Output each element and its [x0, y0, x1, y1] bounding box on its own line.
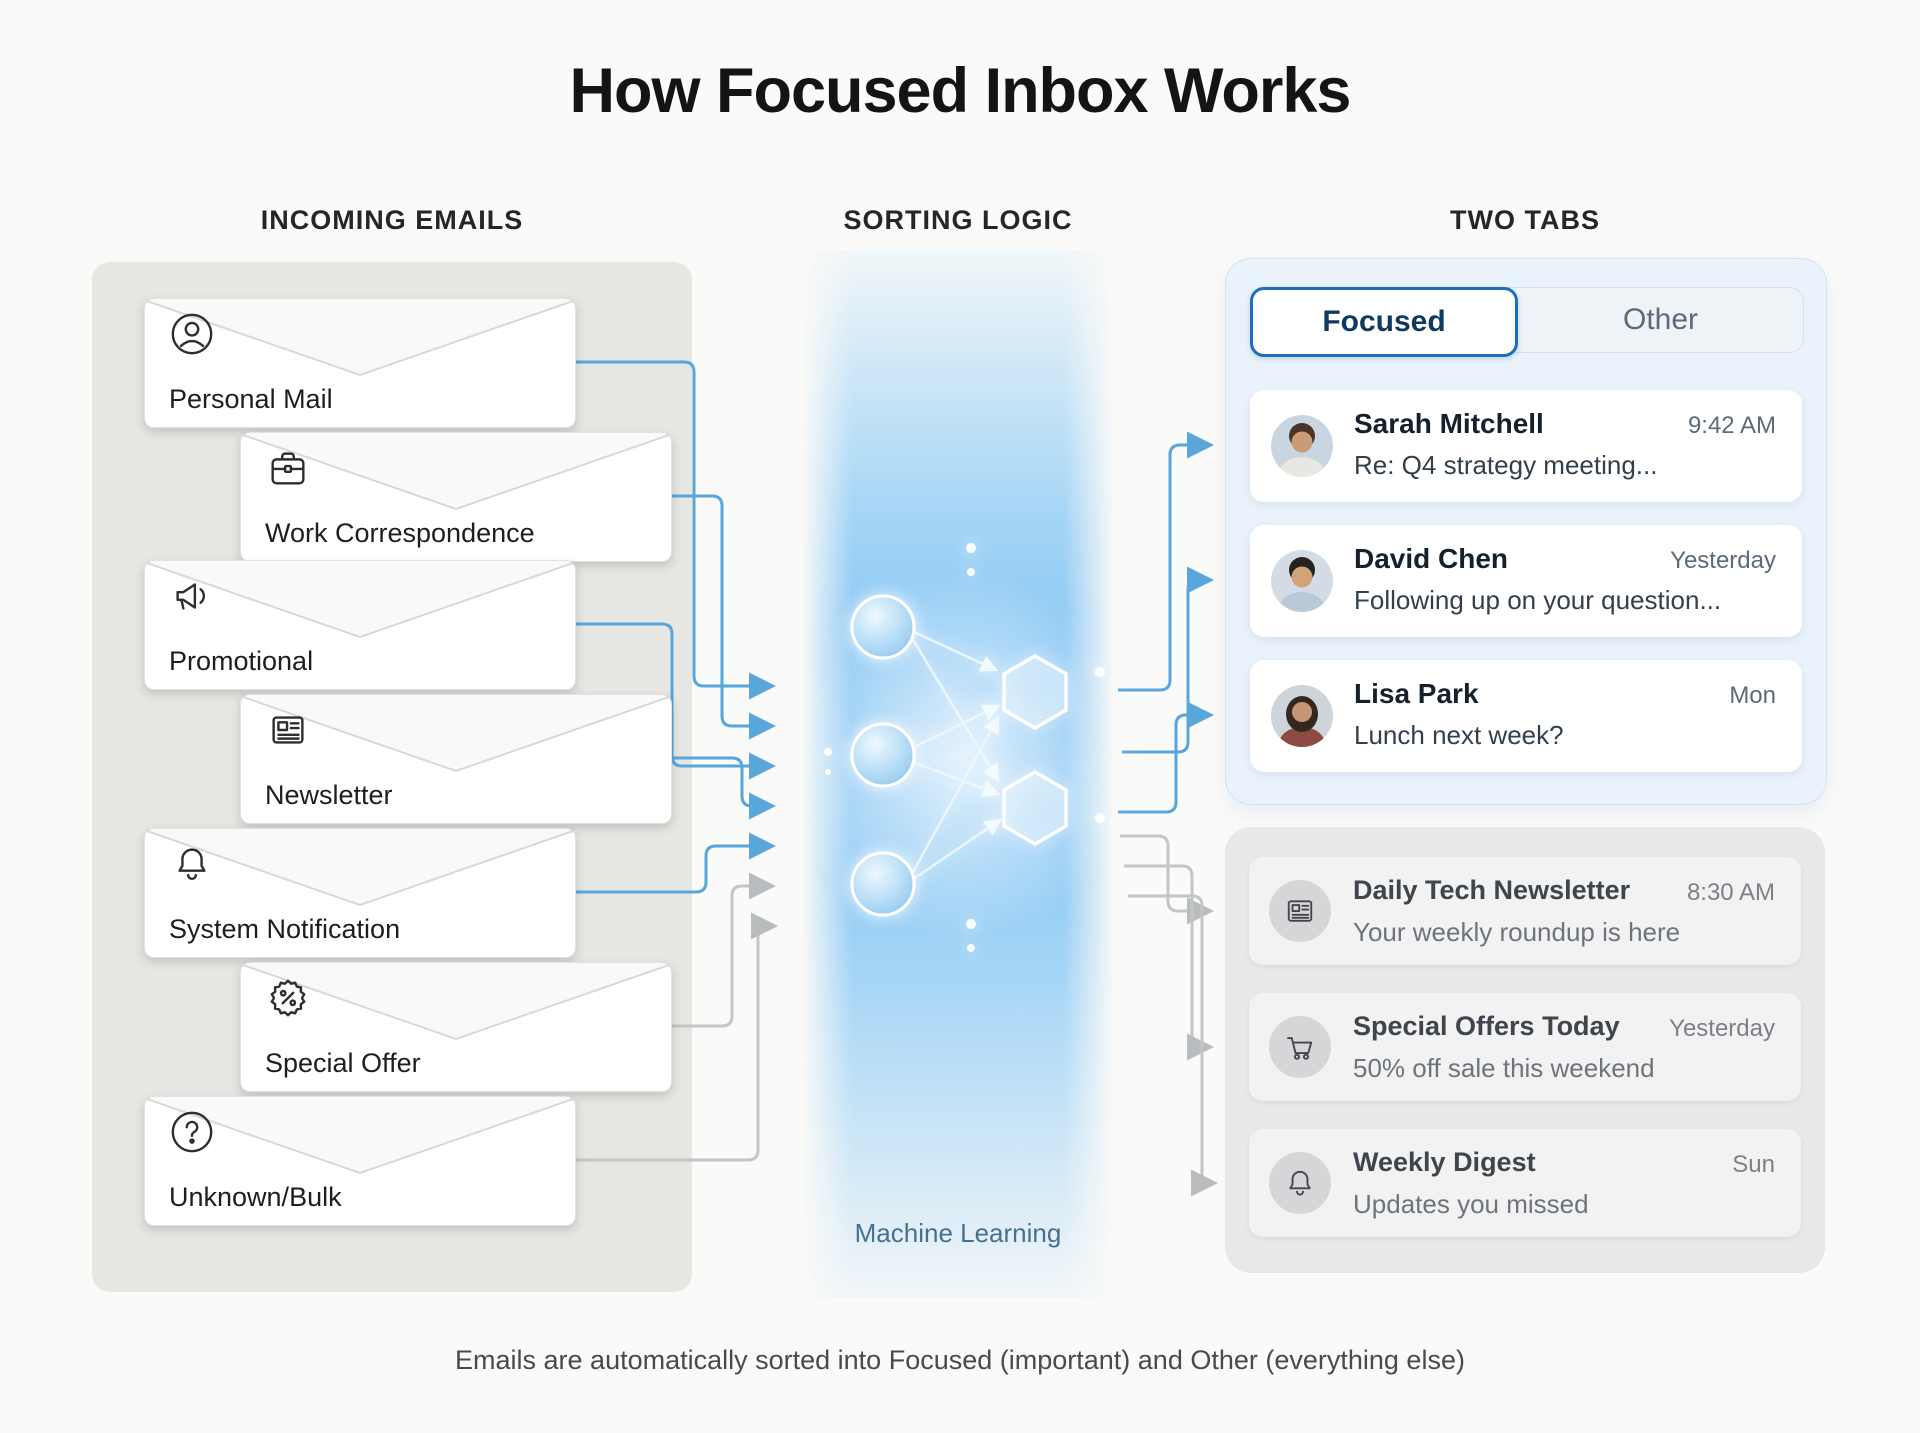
tab-focused[interactable]: Focused: [1250, 287, 1518, 357]
cart-icon: [1269, 1016, 1331, 1078]
focused-panel: Focused Other Sarah Mitchell 9:42 AM Re:…: [1225, 258, 1827, 805]
tab-other[interactable]: Other: [1622, 303, 1699, 336]
email-sender: Daily Tech Newsletter: [1353, 875, 1631, 905]
envelope-unknown-bulk: Unknown/Bulk: [144, 1096, 576, 1226]
email-subject: Following up on your question...: [1354, 585, 1722, 615]
bell-icon: [1269, 1152, 1331, 1214]
other-panel: Daily Tech Newsletter 8:30 AM Your weekl…: [1225, 827, 1825, 1273]
email-sender: David Chen: [1354, 543, 1509, 574]
envelope-newsletter: Newsletter: [240, 694, 672, 824]
envelope-label: Work Correspondence: [265, 518, 535, 548]
header-incoming-emails: INCOMING EMAILS: [260, 205, 524, 235]
envelope-flap: [145, 299, 575, 377]
email-time: 9:42 AM: [1687, 412, 1776, 439]
email-time: Sun: [1732, 1151, 1775, 1178]
bell-icon: [169, 841, 215, 887]
envelope-special-offer: Special Offer: [240, 962, 672, 1092]
header-sorting-logic: SORTING LOGIC: [843, 205, 1073, 235]
question-icon: [169, 1109, 215, 1155]
header-two-tabs: TWO TABS: [1450, 205, 1600, 235]
envelope-flap: [145, 829, 575, 907]
email-row-other[interactable]: Weekly Digest Sun Updates you missed: [1249, 1129, 1801, 1237]
envelope-flap: [145, 1097, 575, 1175]
envelope-label: Unknown/Bulk: [169, 1182, 342, 1212]
email-subject: Updates you missed: [1353, 1189, 1589, 1219]
email-time: Yesterday: [1670, 547, 1776, 574]
neural-network-diagram: [824, 543, 1105, 952]
output-nodes: [1002, 653, 1068, 847]
email-subject: Lunch next week?: [1354, 720, 1564, 750]
envelope-promotional: Promotional: [144, 560, 576, 690]
email-row-other[interactable]: Daily Tech Newsletter 8:30 AM Your weekl…: [1249, 857, 1801, 965]
email-subject: Re: Q4 strategy meeting...: [1354, 450, 1658, 480]
envelope-label: System Notification: [169, 914, 401, 944]
email-subject: Your weekly roundup is here: [1353, 917, 1681, 947]
email-sender: Special Offers Today: [1353, 1011, 1620, 1041]
network-glow: [772, 560, 1148, 950]
briefcase-icon: [265, 445, 311, 491]
avatar: [1270, 684, 1334, 748]
machine-learning-caption: Machine Learning: [854, 1218, 1062, 1248]
email-row-focused[interactable]: David Chen Yesterday Following up on you…: [1250, 525, 1802, 637]
email-row-focused[interactable]: Lisa Park Mon Lunch next week?: [1250, 660, 1802, 772]
email-sender: Weekly Digest: [1353, 1147, 1536, 1177]
page-title: How Focused Inbox Works: [569, 56, 1352, 126]
footer-caption: Emails are automatically sorted into Foc…: [455, 1345, 1465, 1375]
envelope-work-correspondence: Work Correspondence: [240, 432, 672, 562]
avatar: [1270, 414, 1334, 478]
email-subject: 50% off sale this weekend: [1353, 1053, 1655, 1083]
avatar: [1270, 549, 1334, 613]
email-sender: Sarah Mitchell: [1354, 408, 1544, 439]
envelope-label: Promotional: [169, 646, 314, 676]
input-nodes: [850, 594, 916, 917]
percent-seal-icon: [265, 975, 311, 1021]
megaphone-icon: [169, 573, 215, 619]
inbox-tabbar: Focused Other: [1250, 287, 1804, 357]
email-time: 8:30 AM: [1686, 879, 1775, 906]
newspaper-icon: [1269, 880, 1331, 942]
newspaper-icon: [265, 707, 311, 753]
email-time: Yesterday: [1669, 1015, 1775, 1042]
decoration-dots: [824, 543, 1105, 952]
envelope-label: Personal Mail: [169, 384, 333, 414]
email-row-other[interactable]: Special Offers Today Yesterday 50% off s…: [1249, 993, 1801, 1101]
envelope-label: Newsletter: [265, 780, 393, 810]
envelope-flap: [145, 561, 575, 639]
envelope-personal-mail: Personal Mail: [144, 298, 576, 428]
envelope-system-notification: System Notification: [144, 828, 576, 958]
email-row-focused[interactable]: Sarah Mitchell 9:42 AM Re: Q4 strategy m…: [1250, 390, 1802, 502]
person-icon: [169, 311, 215, 357]
email-sender: Lisa Park: [1354, 678, 1479, 709]
email-time: Mon: [1729, 682, 1776, 709]
envelope-label: Special Offer: [265, 1048, 421, 1078]
